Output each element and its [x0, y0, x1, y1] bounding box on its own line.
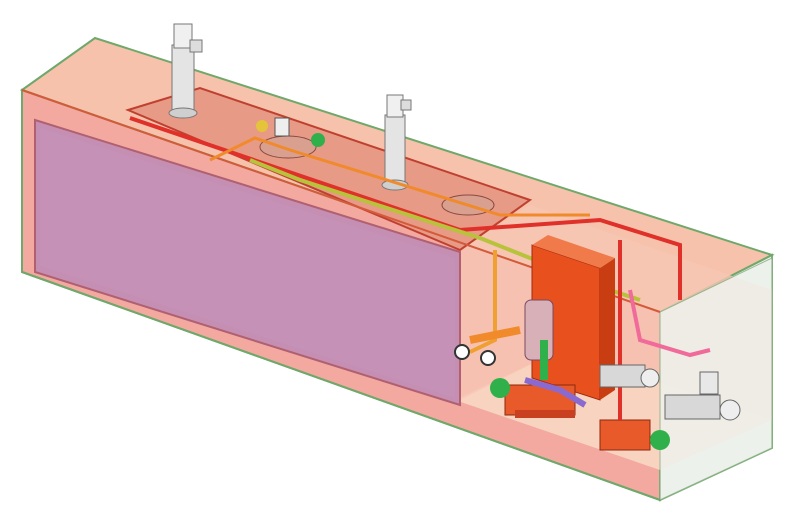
pump-gray-2 [664, 371, 741, 421]
fitting-green [311, 133, 325, 147]
pipe-orange-inlet [469, 326, 521, 344]
fitting-valve [274, 117, 290, 137]
pipe-purple [524, 377, 587, 408]
pipe-red-top [129, 116, 682, 300]
pipe-orange-top [209, 136, 590, 217]
pump-gray-1 [599, 364, 660, 388]
boiler-top [532, 235, 615, 268]
valve-left [454, 344, 470, 360]
pipe-orange-vertical [469, 250, 497, 354]
filter-green-pipe [540, 340, 548, 380]
container-bottom-edge [21, 271, 661, 501]
vent-pipe-left [168, 23, 203, 119]
pipe-pink [628, 289, 711, 358]
tank-inner-panel [40, 128, 455, 398]
vent-pipe-right [381, 94, 412, 191]
valve-right [480, 350, 496, 366]
pump-2 [599, 419, 670, 451]
filter-vessel [524, 299, 554, 361]
fitting-yellow [256, 120, 268, 132]
